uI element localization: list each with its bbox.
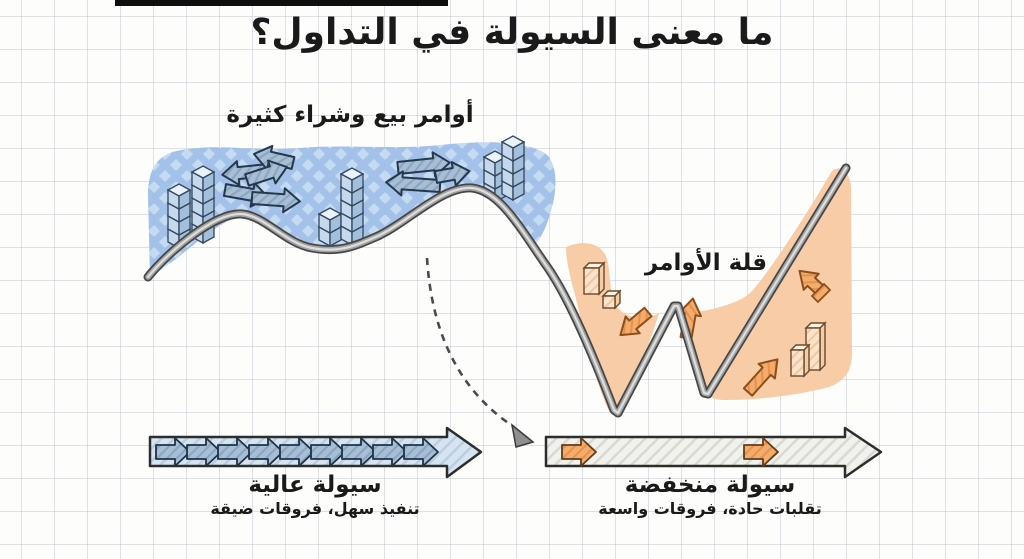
low-liquidity-subtitle: تقلبات حادة، فروقات واسعة bbox=[598, 499, 822, 518]
high-activity-label: أوامر بيع وشراء كثيرة bbox=[226, 102, 474, 128]
high-liquidity-legend: سيولة عالية تنفيذ سهل، فروقات ضيقة bbox=[150, 472, 480, 520]
top-edge-bar bbox=[115, 0, 448, 6]
cube-stack-icon bbox=[500, 135, 526, 202]
swap-arrows-icon bbox=[244, 159, 288, 187]
flow-arrow-icon bbox=[155, 437, 191, 467]
order-box-icon bbox=[789, 343, 811, 378]
price-line bbox=[143, 163, 851, 418]
low-liquidity-title: سيولة منخفضة bbox=[624, 472, 796, 498]
swap-arrows-icon bbox=[433, 161, 471, 187]
flow-arrow-icon bbox=[743, 437, 779, 467]
high-liquidity-title: سيولة عالية bbox=[248, 472, 382, 498]
flow-arrow-icon bbox=[279, 437, 315, 467]
flow-arrow-icon bbox=[217, 437, 253, 467]
order-box-icon bbox=[582, 261, 606, 296]
cube-stack-icon bbox=[317, 207, 343, 248]
swap-arrows-icon bbox=[250, 187, 301, 214]
volatility-arrow-icon bbox=[619, 306, 653, 337]
sparse-order-boxes bbox=[582, 261, 827, 378]
volatility-arrow-icon bbox=[742, 358, 779, 397]
high-liquidity-subtitle: تنفيذ سهل، فروقات ضيقة bbox=[210, 499, 420, 518]
flow-arrow-icon bbox=[403, 437, 439, 467]
flow-arrow-icon bbox=[248, 437, 284, 467]
low-liquidity-region bbox=[566, 168, 852, 416]
order-box-icon bbox=[804, 321, 827, 372]
swap-arrows-icon bbox=[253, 144, 296, 171]
flow-arrow-icon bbox=[310, 437, 346, 467]
flow-arrow-icon bbox=[341, 437, 377, 467]
flow-arrow-icon bbox=[561, 437, 597, 467]
low-liquidity-flow-arrow bbox=[544, 426, 883, 479]
dashed-arrow-icon bbox=[425, 257, 535, 448]
low-activity-label: قلة الأوامر bbox=[644, 250, 768, 276]
volatility-arrows bbox=[619, 269, 832, 397]
page-title: ما معنى السيولة في التداول؟ bbox=[250, 12, 774, 53]
flow-arrow-icon bbox=[372, 437, 408, 467]
swap-arrows-icon bbox=[385, 170, 442, 197]
order-box-icon bbox=[601, 289, 622, 310]
flow-arrow-icon bbox=[186, 437, 222, 467]
cube-stack-icon bbox=[339, 167, 365, 247]
high-liquidity-flow-arrow bbox=[148, 426, 483, 479]
volatility-arrow-icon bbox=[810, 282, 832, 304]
swap-arrows bbox=[221, 144, 471, 214]
low-liquidity-legend: سيولة منخفضة تقلبات حادة، فروقات واسعة bbox=[545, 472, 875, 520]
